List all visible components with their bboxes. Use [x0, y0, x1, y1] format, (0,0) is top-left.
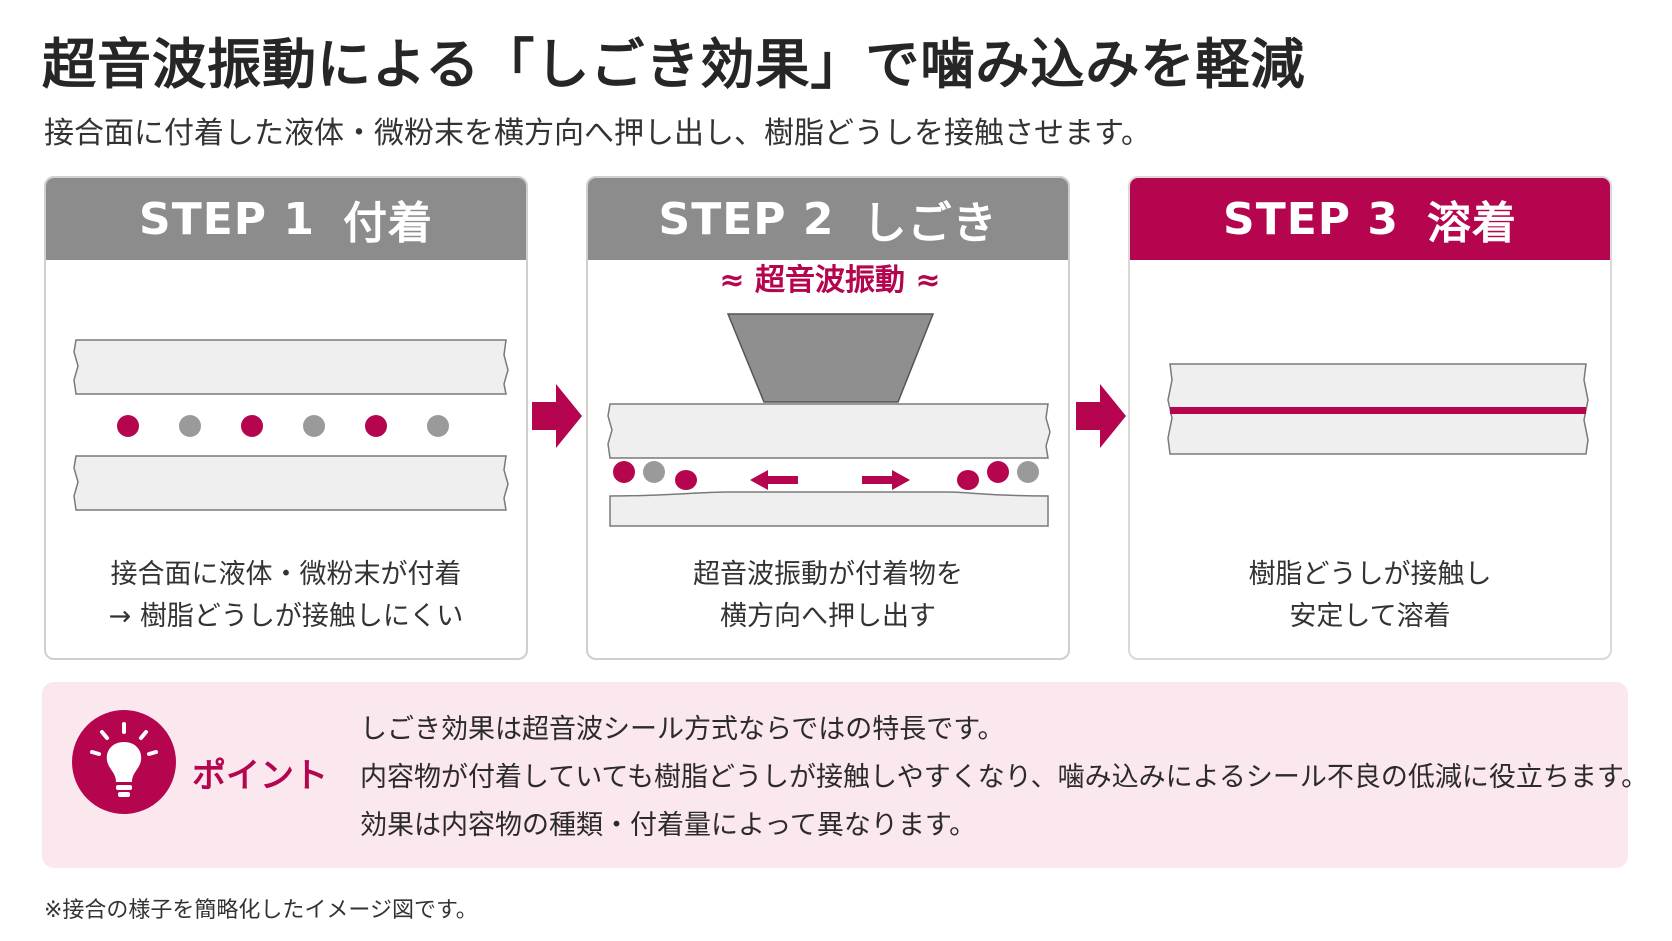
arrow-right-icon [862, 470, 910, 490]
step-1-label: STEP [139, 193, 268, 245]
weld-line [1170, 407, 1586, 414]
step-3-name: 溶着 [1426, 198, 1517, 249]
point-line-2: 内容物が付着していても樹脂どうしが接触しやすくなり、噛み込みによるシール不良の低… [360, 762, 1649, 793]
step-3-number: 3 [1367, 193, 1399, 245]
step-3-panel: STEP 3 溶着 樹脂どうしが接触し 安定して溶着 [1128, 176, 1612, 660]
liquid-particle [613, 461, 635, 483]
liquid-particle [365, 415, 387, 437]
powder-particle [427, 415, 449, 437]
arrow-left-icon [750, 470, 798, 490]
point-label: ポイント [192, 756, 328, 796]
step-1-name: 付着 [342, 198, 433, 249]
step-2-panel: STEP 2 しごき ≈ 超音波振動 ≈ 超音波振動が付着物を 横方向へ押し出す [586, 176, 1070, 660]
step-1-caption: 接合面に液体・微粉末が付着 → 樹脂どうしが接触しにくい [108, 559, 464, 632]
lightbulb-icon [72, 710, 176, 814]
page-title: 超音波振動による「しごき効果」で噛み込みを軽減 [42, 33, 1306, 96]
liquid-particle [987, 461, 1009, 483]
step-2-illustration: ≈ 超音波振動 ≈ [607, 263, 1051, 527]
step-3-label: STEP [1223, 193, 1352, 245]
point-box: ポイント しごき効果は超音波シール方式ならではの特長です。 内容物が付着していて… [42, 682, 1648, 868]
vibration-label: ≈ 超音波振動 ≈ [719, 263, 940, 298]
next-step-arrow-icon [1076, 384, 1126, 448]
step-2-header: STEP 2 しごき [588, 178, 1068, 260]
step-1-header: STEP 1 付着 [46, 178, 526, 260]
step-1-panel: STEP 1 付着 接合面に液体・微粉末が付着 → 樹脂どうしが接触しにくい [44, 176, 528, 660]
upper-resin-layer [607, 403, 1051, 459]
point-line-3: 効果は内容物の種類・付着量によって異なります。 [360, 810, 977, 841]
powder-particle [1017, 461, 1039, 483]
powder-particle [303, 415, 325, 437]
liquid-particle [957, 470, 979, 490]
step-3-caption: 樹脂どうしが接触し 安定して溶着 [1248, 559, 1492, 632]
point-text: しごき効果は超音波シール方式ならではの特長です。 内容物が付着していても樹脂どう… [360, 706, 1648, 850]
page-subtitle: 接合面に付着した液体・微粉末を横方向へ押し出し、樹脂どうしを接触させます。 [44, 116, 1151, 151]
step-2-number: 2 [802, 193, 835, 245]
step-1-illustration [73, 339, 509, 511]
ultrasonic-horn [726, 313, 935, 403]
liquid-particle [241, 415, 263, 437]
footnote: ※接合の様子を簡略化したイメージ図です。 [44, 898, 478, 923]
step-3-illustration [1167, 363, 1589, 455]
next-step-arrow-icon [532, 384, 582, 448]
powder-particle [179, 415, 201, 437]
liquid-particle [675, 470, 697, 490]
liquid-particle [117, 415, 139, 437]
lower-resin-layer [609, 491, 1049, 527]
step-2-label: STEP [658, 193, 787, 245]
lower-resin-layer [73, 455, 509, 511]
step-3-header: STEP 3 溶着 [1130, 178, 1610, 260]
powder-particle [643, 461, 665, 483]
step-2-name: しごき [862, 198, 998, 249]
step-1-number: 1 [283, 193, 315, 245]
step-2-caption: 超音波振動が付着物を 横方向へ押し出す [693, 559, 963, 632]
upper-resin-layer [73, 339, 509, 395]
point-line-1: しごき効果は超音波シール方式ならではの特長です。 [360, 714, 1005, 745]
